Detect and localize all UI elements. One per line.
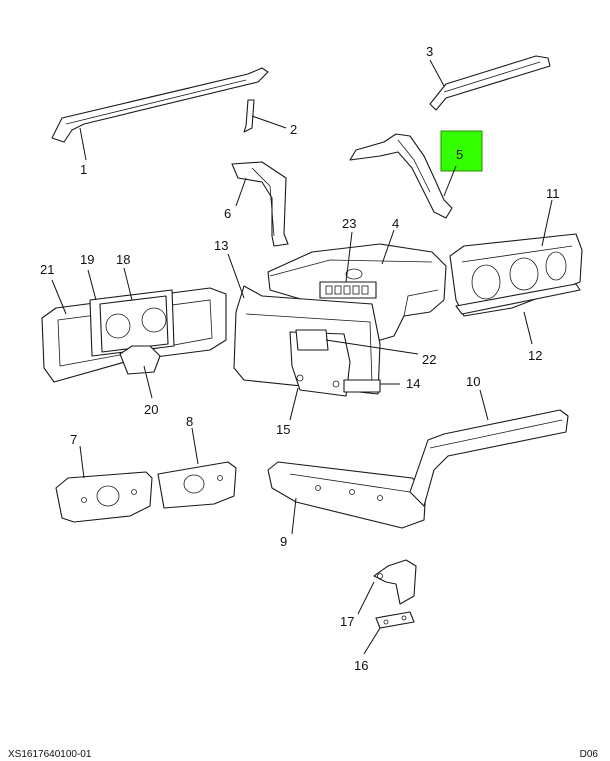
leader-13 [227, 253, 245, 299]
callout-12: 12 [528, 348, 542, 363]
callout-8: 8 [186, 414, 193, 429]
part-9-lower-rail [267, 461, 427, 529]
callout-20: 20 [144, 402, 158, 417]
leader-7 [79, 445, 85, 479]
cluster-knob [345, 268, 363, 280]
part-18-bezel [99, 295, 169, 353]
callout-14: 14 [406, 376, 420, 391]
part-16-small-plate [375, 611, 415, 629]
part-1-upper-rail [51, 67, 269, 143]
leader-17 [357, 581, 375, 615]
part-12-lower-strip [455, 283, 581, 315]
callout-18: 18 [116, 252, 130, 267]
part-3-trim-strip [429, 55, 551, 111]
leader-9 [291, 497, 297, 535]
part-14-bottom-bar [343, 379, 381, 393]
leader-5 [443, 165, 457, 197]
leader-10 [479, 389, 489, 421]
part-17-angle-bracket [373, 559, 417, 605]
part-7-bracket-plate [55, 471, 153, 523]
callout-22: 22 [422, 352, 436, 367]
leader-2 [251, 115, 287, 129]
gauge-opening-b [509, 257, 539, 291]
callout-6: 6 [224, 206, 231, 221]
callout-23: 23 [342, 216, 356, 231]
leader-6 [235, 177, 247, 207]
callout-19: 19 [80, 252, 94, 267]
leader-3 [429, 59, 445, 87]
leader-11 [541, 199, 553, 247]
leader-15 [289, 387, 299, 421]
leader-16 [363, 627, 381, 655]
part-6-support-bracket [231, 161, 289, 247]
leader-22 [325, 339, 419, 355]
part-11-side-panel [449, 233, 583, 317]
gauge-opening-a [471, 264, 501, 300]
callout-13: 13 [214, 238, 228, 253]
leader-23 [345, 231, 353, 283]
part-5-cowl-panel [349, 133, 453, 219]
callout-9: 9 [280, 534, 287, 549]
callout-10: 10 [466, 374, 480, 389]
leader-19 [87, 269, 97, 301]
callout-3: 3 [426, 44, 433, 59]
gauge-hole-left [105, 313, 131, 339]
gauge-opening-c [545, 251, 567, 281]
callout-5: 5 [456, 147, 463, 162]
callout-15: 15 [276, 422, 290, 437]
part-2-bracket [243, 99, 255, 133]
part-22-bracket [295, 329, 329, 351]
callout-11: 11 [546, 186, 560, 201]
leader-18 [123, 267, 133, 301]
footer-right-code: D06 [579, 749, 598, 760]
callout-17: 17 [340, 614, 354, 629]
callout-21: 21 [40, 262, 54, 277]
leader-12 [523, 311, 533, 345]
footer-left-code: XS1617640100-01 [8, 749, 92, 760]
part-20-center-cup [119, 345, 161, 375]
callout-4: 4 [392, 216, 399, 231]
gauge-hole-right [141, 307, 167, 333]
part-8-bracket-plate [157, 461, 237, 509]
callout-1: 1 [80, 162, 87, 177]
part-23-switch-panel [319, 281, 377, 299]
part-10-arm [409, 409, 569, 507]
leader-21 [51, 279, 67, 315]
highlight-box [440, 130, 483, 172]
part-19-gauge-plate [89, 289, 175, 357]
callout-16: 16 [354, 658, 368, 673]
callout-7: 7 [70, 432, 77, 447]
leader-8 [191, 427, 199, 465]
leader-4 [381, 229, 395, 265]
leader-1 [79, 127, 87, 161]
callout-2: 2 [290, 122, 297, 137]
leader-20 [143, 365, 153, 399]
